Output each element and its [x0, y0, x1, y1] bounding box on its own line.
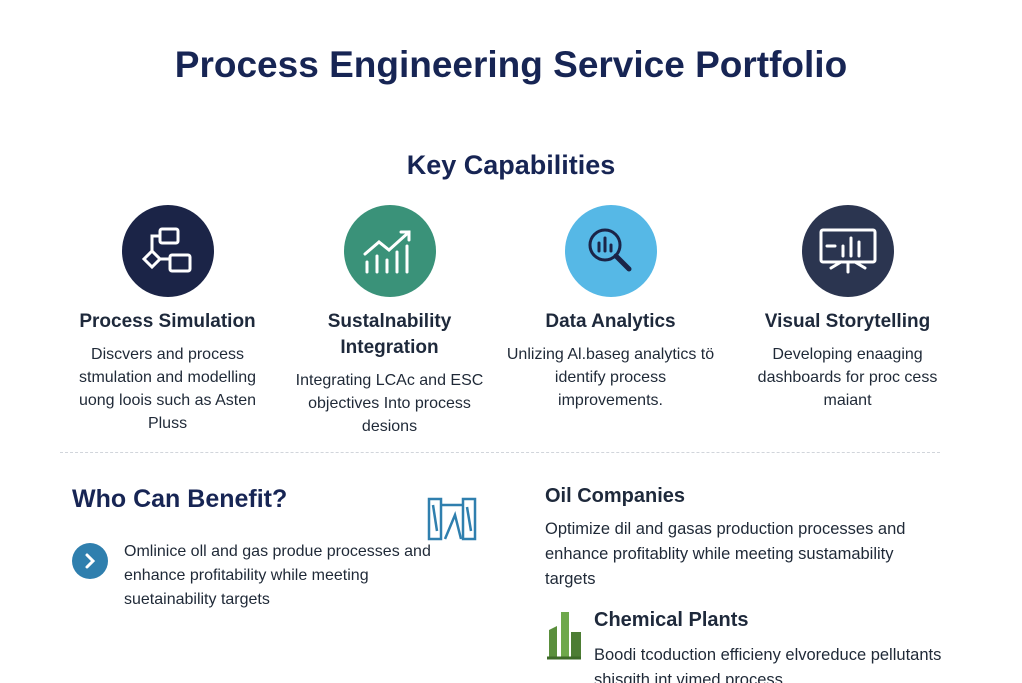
- chemical-plant-icon: [545, 608, 583, 665]
- growth-chart-icon: [343, 205, 436, 297]
- capability-title: Visual Storytelling: [764, 311, 931, 332]
- benefit-heading: Who Can Benefit?: [72, 485, 288, 513]
- segment-title-chemical-plants: Chemical Plants: [594, 609, 749, 631]
- page-title: Process Engineering Service Portfolio: [174, 44, 848, 85]
- segment-description-chemical-plants: Boodi tcoduction efficieny elvoreduce pe…: [594, 646, 942, 683]
- benefit-description: Omlinice oll and gas produe processes an…: [124, 543, 431, 608]
- capability-title: Data Analytics: [545, 311, 676, 332]
- magnifier-chart-icon: [564, 205, 657, 297]
- presentation-board-icon: [801, 205, 894, 297]
- segment-description-oil-companies: Optimize dil and gasas production proces…: [545, 520, 906, 588]
- capability-description: Integrating LCAc and ESC objectives Into…: [295, 372, 484, 435]
- capability-description: Discvers and process stmulation and mode…: [78, 346, 256, 432]
- section-title-capabilities: Key Capabilities: [406, 150, 616, 180]
- capability-card-sustainability: Sustalnability Integration Integrating L…: [282, 205, 497, 438]
- flowchart-icon: [121, 205, 214, 297]
- capability-title: Sustalnability Integration: [327, 311, 452, 358]
- chevron-right-icon[interactable]: [72, 543, 108, 579]
- capability-description: Unlizing Al.baseg analytics tö identify …: [506, 346, 715, 409]
- oil-rig-icon: [425, 495, 481, 552]
- segment-title-oil-companies: Oil Companies: [545, 485, 686, 507]
- capability-description: Developing enaaging dashboards for proc …: [757, 346, 938, 409]
- capability-title: Process Simulation: [79, 311, 256, 332]
- capability-card-data-analytics: Data Analytics Unlizing Al.baseg analyti…: [503, 205, 718, 412]
- capability-card-process-simulation: Process Simulation Discvers and process …: [60, 205, 275, 435]
- capability-card-visual-storytelling: Visual Storytelling Developing enaaging …: [740, 205, 955, 412]
- section-divider: [60, 452, 940, 453]
